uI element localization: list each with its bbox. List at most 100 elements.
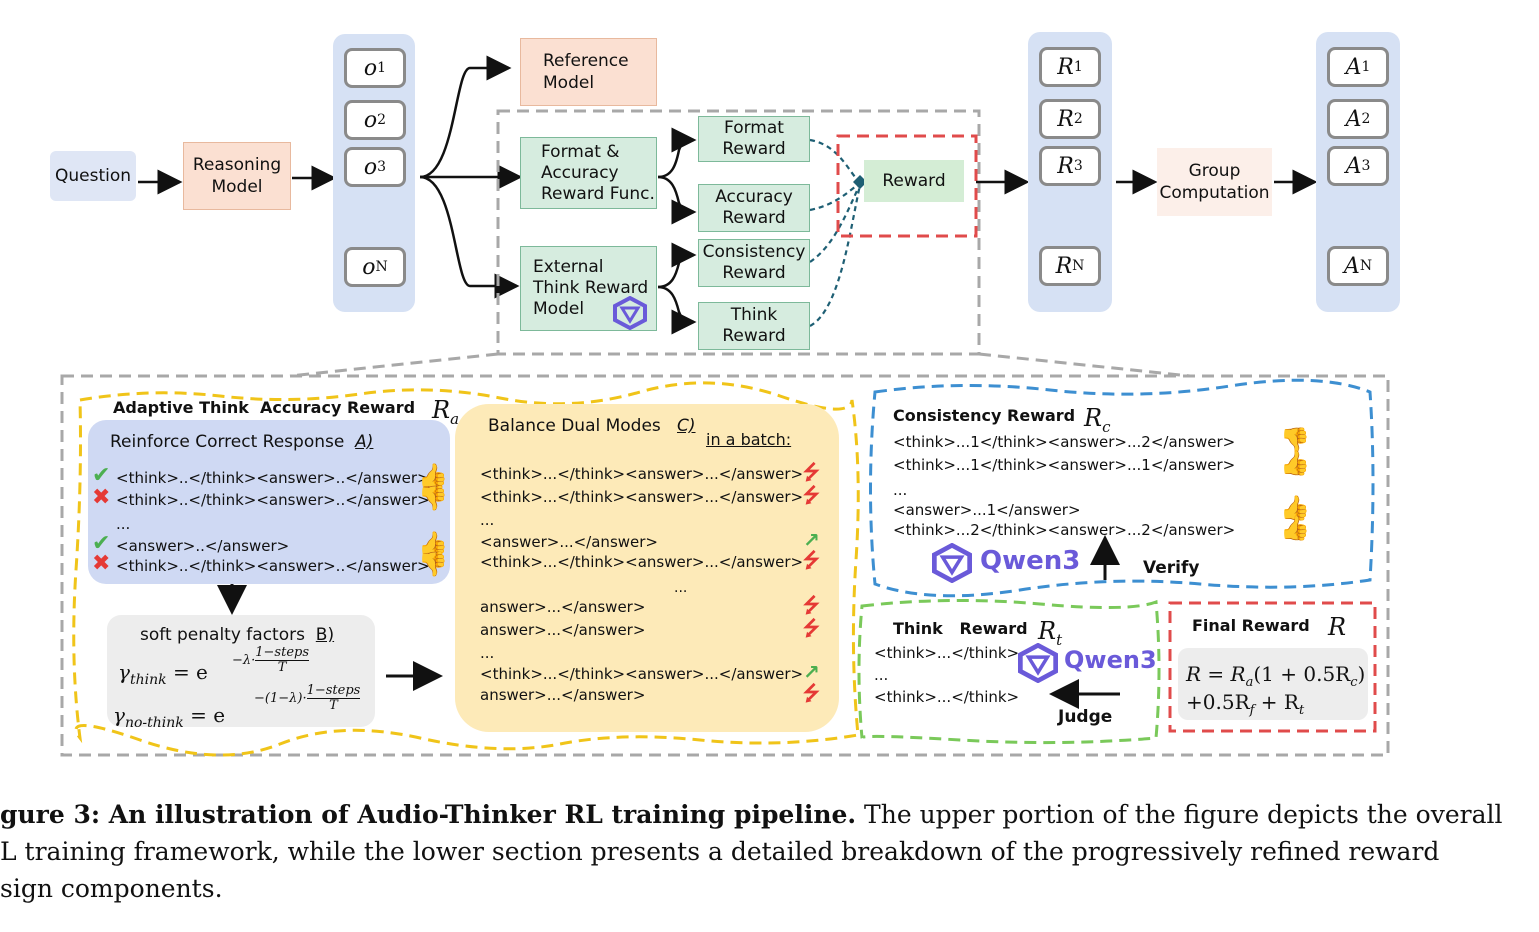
think-reward-label: Think Reward	[722, 305, 786, 346]
qwen-logo-icon	[1018, 643, 1058, 683]
zoom-line-left	[289, 352, 499, 378]
reward-join-diamond	[853, 175, 867, 189]
detail-dashed-box	[60, 374, 1390, 757]
consistency-symbol: Rc	[1084, 404, 1111, 436]
trend-down-icon: ⭍	[803, 616, 820, 640]
question-box: Question	[50, 151, 136, 201]
final-symbol: R	[1328, 613, 1347, 641]
external-model-label: External Think Reward Model	[533, 257, 649, 319]
batch-line: <answer>...</answer>	[480, 533, 658, 551]
think-symbol: Rt	[1038, 617, 1063, 649]
think-line: ...	[874, 666, 889, 684]
consistency-reward-label: Consistency Reward	[702, 242, 806, 283]
curve-consistency-reward	[809, 183, 861, 263]
gamma-think-exponent: −λ· 1−steps T	[232, 645, 310, 675]
qwen-logo-icon	[613, 296, 647, 330]
format-func-label: Format & Accuracy Reward Func.	[541, 141, 655, 204]
reinforce-title: Reinforce Correct Response A)	[110, 432, 374, 452]
final-title: Final Reward	[1192, 616, 1310, 635]
caption-line-2: L training framework, while the lower se…	[0, 837, 1440, 866]
accuracy-reward-box: Accuracy Reward	[698, 184, 810, 232]
think-line: <think>...</think>	[874, 688, 1020, 706]
check-icon: ✔	[92, 463, 111, 488]
trend-down-icon: ⭍	[803, 460, 820, 484]
thumbs-down-icon: 👎	[1280, 426, 1310, 454]
thumbs-up-icon: 👍	[418, 462, 448, 490]
accuracy-line: <answer>..</answer>	[116, 537, 290, 555]
balance-title: Balance Dual Modes C)	[488, 416, 696, 436]
zoom-line-right	[978, 352, 1191, 378]
check-icon: ✔	[92, 531, 111, 556]
consistency-blue-border	[869, 378, 1375, 598]
reference-model-label: Reference Model	[543, 51, 629, 93]
reward-box: Reward	[864, 160, 964, 202]
external-model-box: External Think Reward Model	[520, 246, 657, 331]
trend-up-icon: ↗	[803, 528, 820, 552]
reasoning-model-box: Reasoning Model	[183, 142, 291, 210]
qwen-label: Qwen3	[1064, 646, 1157, 674]
reward-label: Reward	[882, 171, 946, 191]
consistency-line: <answer>...1</answer>	[893, 501, 1081, 519]
thumbs-up-icon: 👍	[418, 530, 448, 558]
batch-line: answer>...</answer>	[480, 598, 646, 616]
balance-subtitle: in a batch:	[706, 430, 792, 449]
think-title: Think Reward	[893, 619, 1028, 638]
brace-external	[657, 242, 697, 289]
batch-line: <think>...</think><answer>...</answer>	[480, 665, 804, 683]
gamma-think-eq: γthink = e	[118, 660, 208, 688]
batch-line: ...	[480, 644, 495, 662]
reference-model-box: Reference Model	[520, 38, 657, 106]
format-reward-label: Format Reward	[722, 118, 786, 159]
think-reward-box: Think Reward	[698, 302, 810, 350]
trend-down-icon: ⭍	[803, 593, 820, 617]
format-reward-box: Format Reward	[698, 116, 810, 162]
balance-panel	[455, 404, 839, 732]
gamma-nothink-eq: γno-think = e	[113, 703, 226, 731]
penalty-title: soft penalty factors B)	[140, 625, 335, 645]
thumbs-down-icon: 👎	[418, 484, 448, 512]
curve-format-reward	[809, 138, 861, 183]
reasoning-model-label: Reasoning Model	[192, 155, 282, 197]
caption-line-3: sign components.	[0, 874, 223, 903]
format-func-box: Format & Accuracy Reward Func.	[520, 137, 657, 209]
accuracy-line: <think>..</think><answer>..</answer>	[116, 491, 430, 509]
batch-line: <think>...</think><answer>...</answer>	[480, 553, 804, 571]
verify-label: Verify	[1143, 558, 1200, 578]
qwen-label: Qwen3	[980, 546, 1081, 576]
think-green-border	[857, 598, 1161, 745]
accuracy-symbol: Ra	[432, 396, 460, 428]
batch-line: ...	[480, 511, 495, 529]
arrow-to-external	[419, 175, 520, 299]
consistency-title: Consistency Reward	[893, 406, 1076, 425]
caption-line-1: gure 3: An illustration of Audio-Thinker…	[0, 800, 1503, 829]
cross-icon: ✖	[92, 551, 111, 576]
gamma-nothink-exponent: −(1−λ)· 1−steps T	[254, 683, 361, 713]
penalty-panel	[107, 615, 375, 727]
figure-caption: gure 3: An illustration of Audio-Thinker…	[0, 796, 1539, 907]
trend-down-icon: ⭍	[803, 483, 820, 507]
trend-down-icon: ⭍	[803, 681, 820, 705]
cross-icon: ✖	[92, 485, 111, 510]
group-computation-box: Group Computation	[1157, 148, 1272, 216]
accuracy-line: <think>..</think><answer>..</answer>	[116, 469, 430, 487]
question-label: Question	[54, 166, 132, 186]
consistency-reward-box: Consistency Reward	[698, 239, 810, 287]
qwen-logo-icon	[932, 543, 972, 583]
brace-format	[657, 127, 697, 179]
group-computation-label: Group Computation	[1159, 161, 1270, 203]
arrow-to-reference	[419, 55, 512, 179]
accuracy-reward-label: Accuracy Reward	[715, 187, 793, 228]
consistency-line: <think>...2</think><answer>...2</answer>	[893, 521, 1236, 539]
